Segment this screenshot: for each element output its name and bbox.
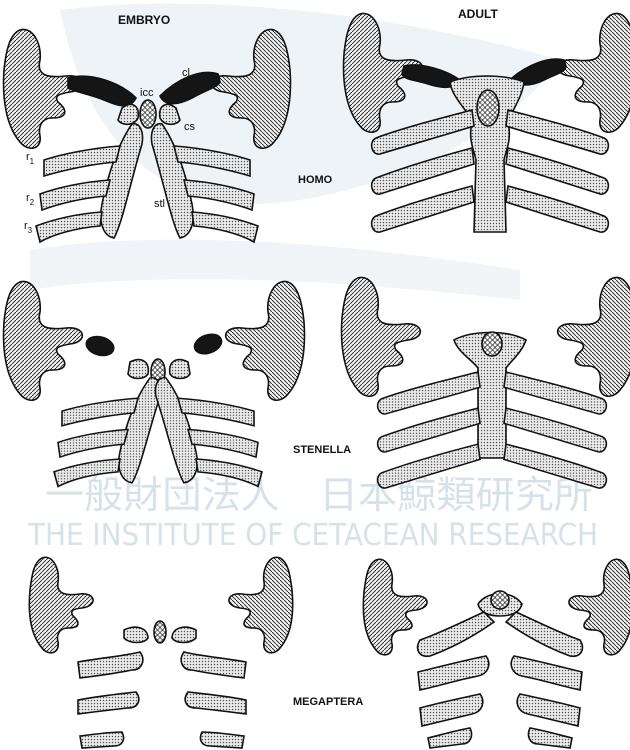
megaptera-adult-panel — [363, 559, 630, 748]
taxon-homo: HOMO — [298, 174, 333, 186]
heading-adult: ADULT — [458, 7, 498, 21]
label-stl: stl — [154, 198, 165, 210]
megaptera-embryo-panel — [29, 557, 292, 748]
label-icc: icc — [140, 87, 154, 99]
label-r2: r2 — [26, 192, 35, 207]
label-cs: cs — [184, 121, 196, 133]
stenella-adult-panel — [342, 277, 630, 488]
taxon-megaptera: MEGAPTERA — [293, 696, 363, 708]
label-cl: cl — [182, 67, 190, 79]
heading-embryo: EMBRYO — [118, 13, 170, 27]
stenella-embryo-panel — [4, 281, 305, 486]
label-r1: r1 — [26, 151, 35, 166]
interclavicle — [140, 100, 156, 128]
taxon-stenella: STENELLA — [293, 444, 351, 456]
label-r3: r3 — [24, 220, 33, 235]
watermark-english: THE INSTITUTE OF CETACEAN RESEARCH — [27, 518, 598, 553]
